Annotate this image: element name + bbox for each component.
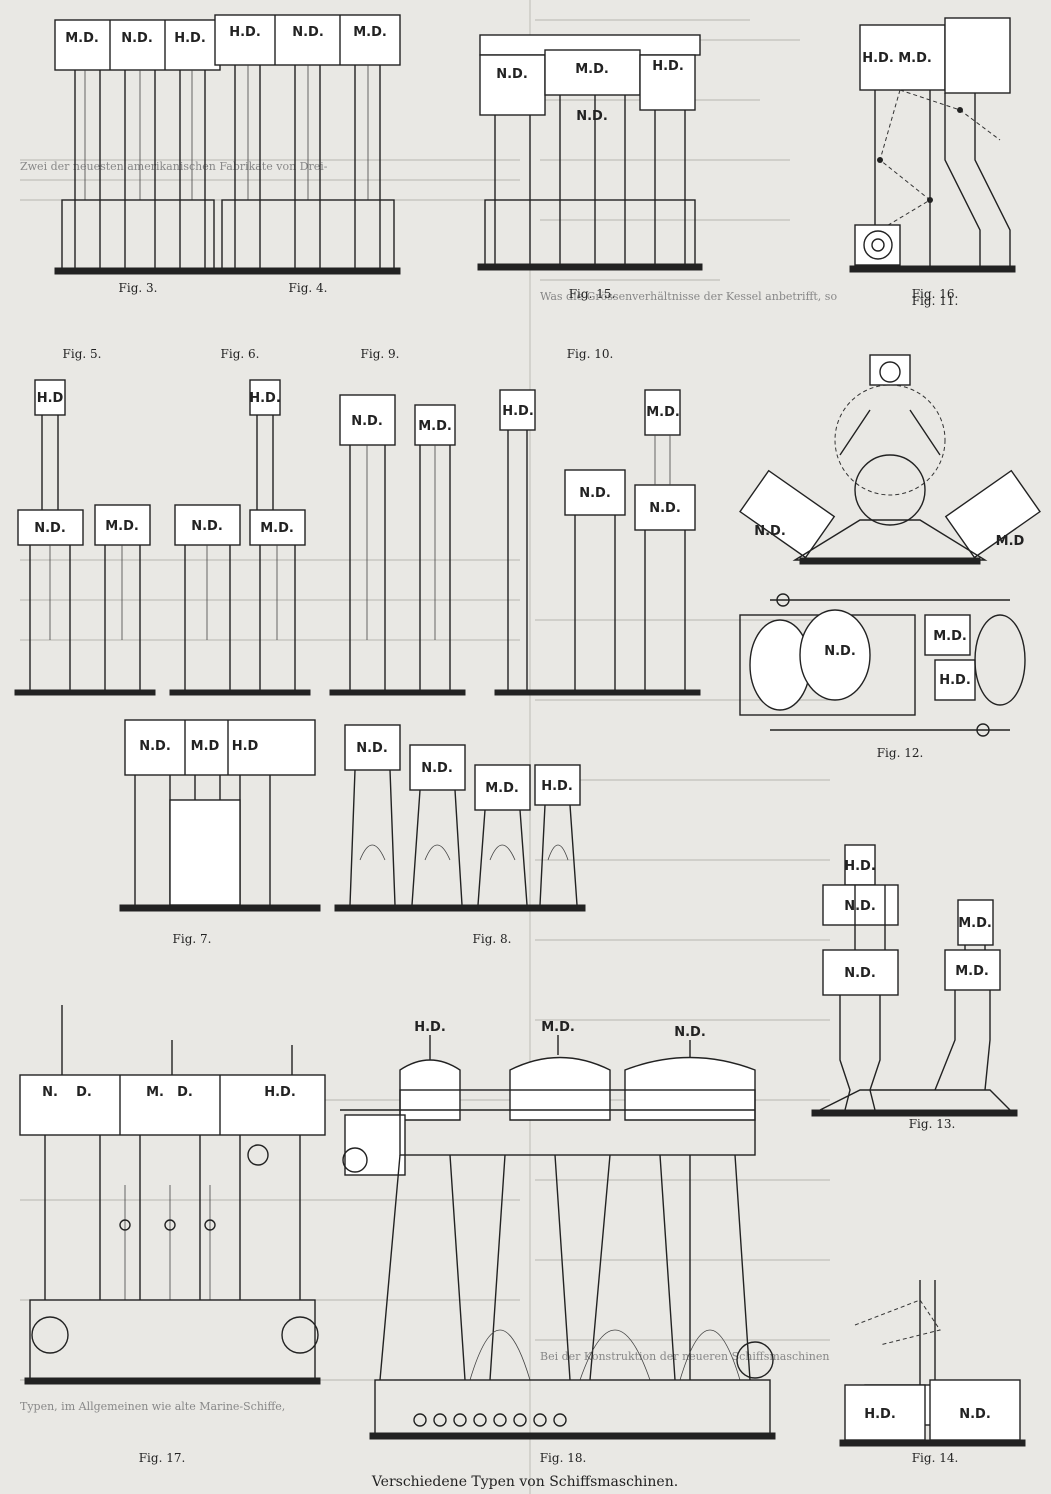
fig12-label-1: N.D. xyxy=(824,644,856,659)
fig17-label-1: N. xyxy=(42,1085,58,1100)
fig10-label-3: M.D. xyxy=(646,405,680,420)
fig6-label-3: M.D. xyxy=(260,521,294,536)
fig12-label-3: H.D. xyxy=(939,673,971,688)
fig16-caption: Fig. 16. xyxy=(912,287,959,301)
fig18-caption: Fig. 18. xyxy=(540,1451,587,1465)
figure-14: H.D. N.D. Fig. 14. xyxy=(839,1280,1026,1465)
fig4-caption: Fig. 4. xyxy=(289,281,328,295)
bleed-text-3: Bei der Konstruktion der neueren Schiffs… xyxy=(540,1350,829,1363)
fig8-caption: Fig. 8. xyxy=(473,932,512,946)
fig5-label-2: N.D. xyxy=(34,521,66,536)
fig18-label-1: H.D. xyxy=(414,1020,446,1035)
fig5-caption: Fig. 5. xyxy=(63,347,102,361)
fig14-label-2: N.D. xyxy=(959,1407,991,1422)
fig11-label-2: M.D xyxy=(996,534,1025,549)
figure-3: M.D. N.D. H.D. Fig. 3. xyxy=(54,19,221,295)
fig3-label-2: N.D. xyxy=(121,31,153,46)
fig14-caption: Fig. 14. xyxy=(912,1451,959,1465)
fig15-label-4: H.D. xyxy=(652,59,684,74)
fig9-label-2: M.D. xyxy=(418,419,452,434)
fig15-label-3: N.D. xyxy=(576,109,608,124)
fig6-label-1: H.D. xyxy=(249,391,281,406)
fig4-label-3: M.D. xyxy=(353,25,387,40)
figure-18: H.D. M.D. N.D. Fig. 18. xyxy=(340,1020,776,1465)
fig7-caption: Fig. 7. xyxy=(173,932,212,946)
fig8-label-4: H.D. xyxy=(541,779,573,794)
fig7-label-1: N.D. xyxy=(139,739,171,754)
figure-9: Fig. 9. N.D. M.D. xyxy=(329,347,466,696)
plate-title: Verschiedene Typen von Schiffsmaschinen. xyxy=(371,1474,678,1490)
fig18-label-3: N.D. xyxy=(674,1025,706,1040)
fig11-caption: Fig. 11. xyxy=(912,294,959,308)
fig16-label-2: M.D. xyxy=(898,51,932,66)
figure-13: H.D. N.D. N.D. M.D. M.D. Fig. 13. xyxy=(811,844,1018,1131)
fig15-caption: Fig. 15. xyxy=(569,287,616,301)
figure-16: H.D. M.D. Fig. 16. xyxy=(849,17,1016,301)
fig13-label-5: M.D. xyxy=(955,964,989,979)
fig4-label-1: H.D. xyxy=(229,25,261,40)
fig15-label-2: N.D. xyxy=(496,67,528,82)
bleed-text-2: Zwei der neuesten amerikanischen Fabrika… xyxy=(20,160,328,173)
fig16-label-1: H.D. xyxy=(862,51,894,66)
fig13-label-3: N.D. xyxy=(844,966,876,981)
fig3-label-1: M.D. xyxy=(65,31,99,46)
figure-7: N.D. M.D H.D Fig. 7. xyxy=(119,719,321,946)
figure-11: Fig. 11. N.D. M.D xyxy=(739,294,1041,565)
fig6-label-2: N.D. xyxy=(191,519,223,534)
fig13-label-4: M.D. xyxy=(958,916,992,931)
fig18-label-2: M.D. xyxy=(541,1020,575,1035)
fig5-label-1: H.D xyxy=(37,391,64,406)
fig13-caption: Fig. 13. xyxy=(909,1117,956,1131)
fig10-caption: Fig. 10. xyxy=(567,347,614,361)
fig13-label-2: N.D. xyxy=(844,899,876,914)
fig17-label-5: H.D. xyxy=(264,1085,296,1100)
fig12-caption: Fig. 12. xyxy=(877,746,924,760)
figure-8: N.D. N.D. M.D. H.D. Fig. 8. xyxy=(334,724,586,946)
fig17-label-4: D. xyxy=(177,1085,193,1100)
fig8-label-1: N.D. xyxy=(356,741,388,756)
fig10-label-2: N.D. xyxy=(579,486,611,501)
figure-4: H.D. N.D. M.D. Fig. 4. xyxy=(214,14,401,295)
figure-6: Fig. 6. H.D. N.D. M.D. xyxy=(169,347,311,696)
figure-15: M.D. N.D. N.D. H.D. Fig. 15. xyxy=(477,34,703,301)
bleed-text-1: Was die Grössenverhältnisse der Kessel a… xyxy=(540,290,837,303)
fig3-label-3: H.D. xyxy=(174,31,206,46)
fig3-caption: Fig. 3. xyxy=(119,281,158,295)
figure-5: Fig. 5. H.D N.D. M.D. xyxy=(14,347,156,696)
fig6-caption: Fig. 6. xyxy=(221,347,260,361)
fig7-label-2: M.D xyxy=(191,739,220,754)
fig15-label-1: M.D. xyxy=(575,62,609,77)
fig10-label-1: H.D. xyxy=(502,404,534,419)
fig14-label-1: H.D. xyxy=(864,1407,896,1422)
fig17-caption: Fig. 17. xyxy=(139,1451,186,1465)
fig8-label-3: M.D. xyxy=(485,781,519,796)
figure-12: N.D. M.D. H.D. Fig. 12. xyxy=(739,593,1026,760)
figure-10: Fig. 10. H.D. N.D. M.D. N.D. xyxy=(494,347,701,696)
fig12-label-2: M.D. xyxy=(933,629,967,644)
fig10-label-4: N.D. xyxy=(649,501,681,516)
fig5-label-3: M.D. xyxy=(105,519,139,534)
fig9-caption: Fig. 9. xyxy=(361,347,400,361)
fig8-label-2: N.D. xyxy=(421,761,453,776)
fig4-label-2: N.D. xyxy=(292,25,324,40)
fig17-label-3: M. xyxy=(146,1085,164,1100)
fig13-label-1: H.D. xyxy=(844,859,876,874)
fig7-label-3: H.D xyxy=(232,739,259,754)
bleed-text-4: Typen, im Allgemeinen wie alte Marine-Sc… xyxy=(20,1400,285,1413)
fig17-label-2: D. xyxy=(76,1085,92,1100)
fig11-label-1: N.D. xyxy=(754,524,786,539)
fig9-label-1: N.D. xyxy=(351,414,383,429)
figure-17: N. D. M. D. H.D. Fig. 17. xyxy=(19,1005,326,1465)
